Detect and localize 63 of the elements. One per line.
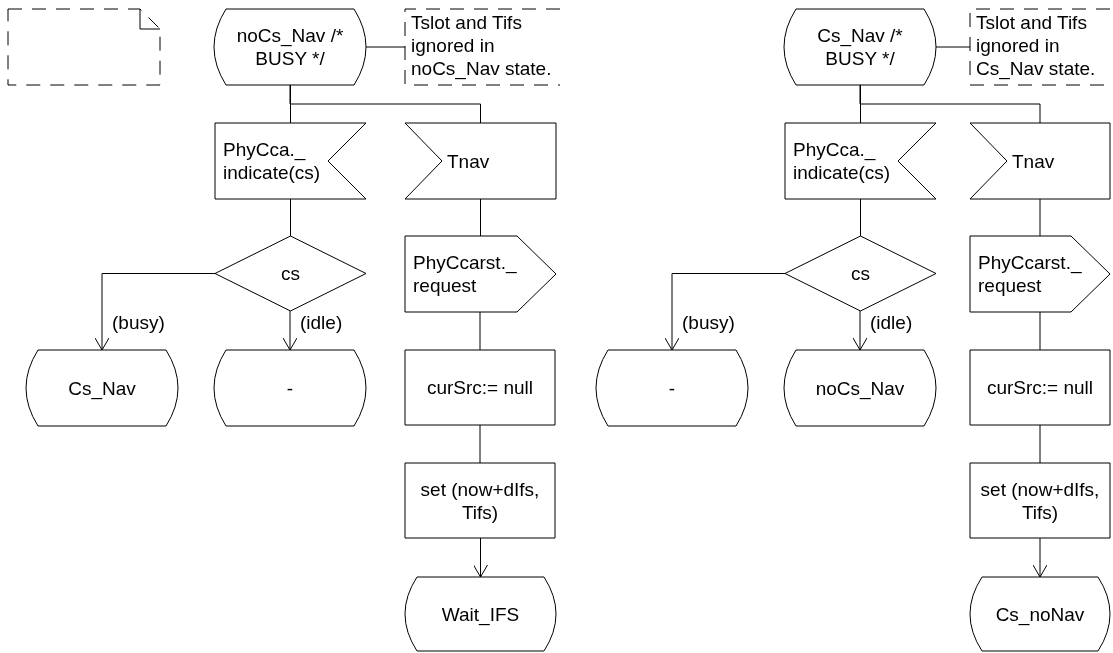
connector-line xyxy=(1039,424,1041,464)
output-symbol xyxy=(405,236,556,312)
symbol-text: set (now+dIfs, Tifs) xyxy=(979,477,1101,524)
symbol-text: Wait_IFS xyxy=(441,602,520,626)
symbol-text: Tnav xyxy=(1012,149,1055,173)
connector-line xyxy=(480,198,481,237)
comment-symbol xyxy=(405,9,560,85)
state-symbol xyxy=(214,9,366,85)
state-symbol xyxy=(784,350,936,426)
connector-line xyxy=(935,46,971,48)
input-symbol xyxy=(405,123,556,199)
symbol-text: set (now+dIfs, Tifs) xyxy=(419,477,541,524)
input-symbol xyxy=(785,123,936,199)
state-symbol xyxy=(784,9,936,85)
state-symbol xyxy=(26,350,178,426)
symbol-text: PhyCca._ indicate(cs) xyxy=(793,138,892,184)
symbol-text: noCs_Nav xyxy=(815,376,905,400)
symbol-text: Tnav xyxy=(447,149,490,173)
comment-symbol xyxy=(970,9,1110,85)
state-symbol xyxy=(405,577,556,651)
symbol-text: cs xyxy=(281,262,300,285)
input-symbol xyxy=(215,123,366,199)
symbol-text: - xyxy=(668,376,676,400)
arrow xyxy=(664,273,786,351)
input-symbol xyxy=(970,123,1110,199)
connector-line xyxy=(479,311,481,351)
symbol-text: Tslot and Tifs ignored in noCs_Nav state. xyxy=(411,11,553,80)
arrow xyxy=(473,537,488,578)
symbol-text: curSrc:= null xyxy=(986,376,1094,399)
connector-line xyxy=(860,198,861,237)
symbol-text: PhyCcarst._ request xyxy=(978,251,1082,297)
arrow xyxy=(852,310,868,351)
task-box xyxy=(405,463,555,538)
connector-line xyxy=(479,424,481,464)
symbol-text: Cs_Nav xyxy=(68,376,136,400)
symbol-text: PhyCcarst._ request xyxy=(413,251,518,297)
symbol-text: noCs_Nav /* BUSY */ xyxy=(235,24,345,70)
connector-line xyxy=(1039,198,1041,237)
symbol-text: curSrc:= null xyxy=(426,376,534,399)
symbol-text: Cs_noNav xyxy=(995,602,1085,626)
arrow xyxy=(94,273,216,351)
symbol-text: Cs_Nav /* BUSY */ xyxy=(816,24,904,70)
symbol-text: - xyxy=(286,376,294,400)
state-symbol xyxy=(970,577,1110,651)
task-box xyxy=(970,350,1110,425)
connector-line xyxy=(289,84,481,124)
connector-line xyxy=(859,84,1041,124)
task-box xyxy=(405,350,555,425)
decision-diamond xyxy=(785,236,936,311)
symbol-text: cs xyxy=(851,262,870,285)
state-symbol xyxy=(214,350,366,426)
output-symbol xyxy=(970,236,1110,312)
arrow xyxy=(282,310,298,351)
state-symbol xyxy=(596,350,748,426)
connector-line xyxy=(1039,311,1041,351)
connector-line xyxy=(365,46,406,48)
symbol-text: Tslot and Tifs ignored in Cs_Nav state. xyxy=(976,11,1097,80)
arrow xyxy=(1032,537,1048,578)
task-box xyxy=(970,463,1110,538)
decision-diamond xyxy=(215,236,366,311)
note-symbol xyxy=(8,9,160,85)
connector-line xyxy=(290,198,291,237)
symbol-text: PhyCca._ indicate(cs) xyxy=(223,138,322,184)
